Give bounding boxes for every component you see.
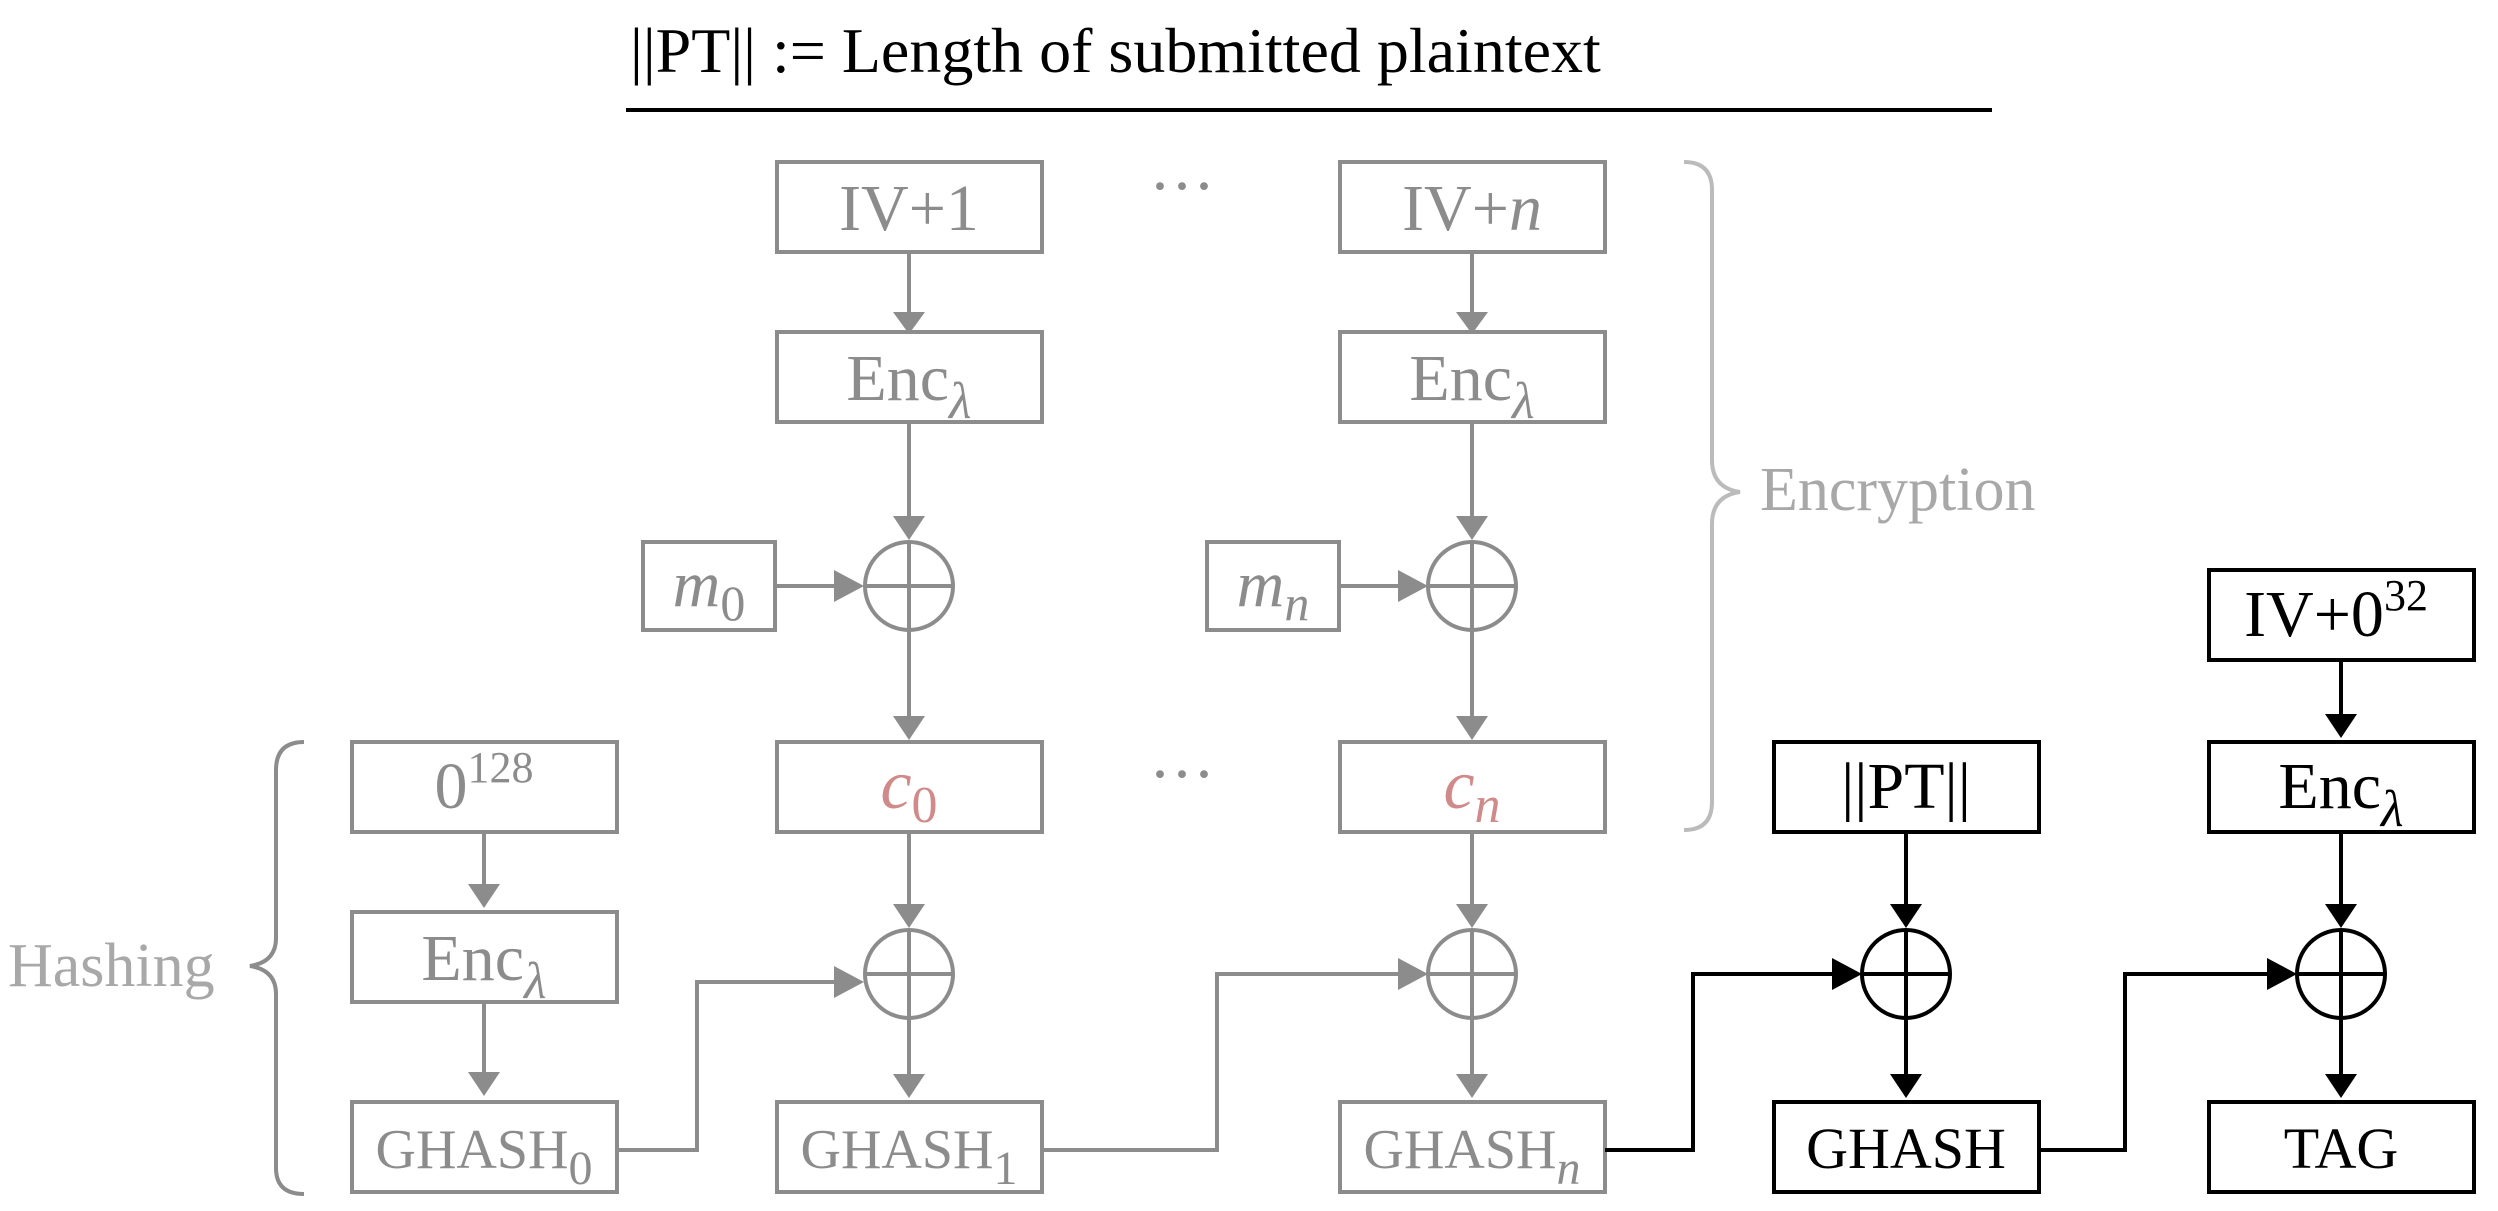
xor-final-ghash (1860, 928, 1952, 1020)
cn-label: cn (1443, 747, 1500, 834)
ghash-final-label: GHASH (1806, 1116, 2006, 1181)
ghash1-label: GHASH1 (801, 1119, 1018, 1195)
iv-1-label: IV+1 (839, 172, 979, 245)
zero128-box (350, 740, 619, 834)
enc-box-n (1338, 330, 1607, 424)
m0-box (641, 540, 777, 632)
ghash0-label: GHASH0 (376, 1119, 593, 1195)
iv-n-box (1338, 160, 1607, 254)
ghash1-box (775, 1100, 1044, 1194)
xor-enc-0 (863, 540, 955, 632)
xor-final-tag (2295, 928, 2387, 1020)
m0-label: m0 (673, 548, 746, 631)
enc-hash-box (350, 910, 619, 1004)
enc-hash-label: Encλ (421, 922, 546, 1010)
iv-n-label: IV+n (1402, 172, 1542, 245)
mn-box (1205, 540, 1341, 632)
hashing-brace (249, 740, 305, 1196)
pt-length-label: ||PT|| (1841, 750, 1971, 823)
xor-hash-n (1426, 928, 1518, 1020)
ghash0-box (350, 1100, 619, 1194)
xor-hash-1 (863, 928, 955, 1020)
xor-enc-n (1426, 540, 1518, 632)
enc-label-n: Encλ (1409, 342, 1534, 430)
enc-final-label: Encλ (2278, 750, 2403, 838)
c0-box (775, 740, 1044, 834)
page-title: ||PT|| := Length of submitted plaintext (630, 15, 1601, 86)
enc-label-0: Encλ (846, 342, 971, 430)
mn-label: mn (1237, 548, 1310, 631)
hashing-label: Hashing (8, 932, 215, 1000)
zero128-label: 0128 (435, 743, 534, 823)
pt-length-box (1772, 740, 2041, 834)
cn-box (1338, 740, 1607, 834)
encryption-label: Encryption (1760, 456, 2036, 524)
iv-zero32-label: IV+032 (2244, 571, 2428, 651)
tag-label: TAG (2284, 1116, 2399, 1181)
c0-label: c0 (880, 747, 937, 834)
ghash-final-box (1772, 1100, 2041, 1194)
ellipsis-top: ··· (1149, 150, 1215, 223)
encryption-brace (1683, 160, 1741, 832)
tag-box (2207, 1100, 2476, 1194)
ghashn-label: GHASHn (1364, 1119, 1581, 1195)
ghashn-box (1338, 1100, 1607, 1194)
ellipsis-bottom: ··· (1149, 738, 1215, 811)
enc-box-0 (775, 330, 1044, 424)
